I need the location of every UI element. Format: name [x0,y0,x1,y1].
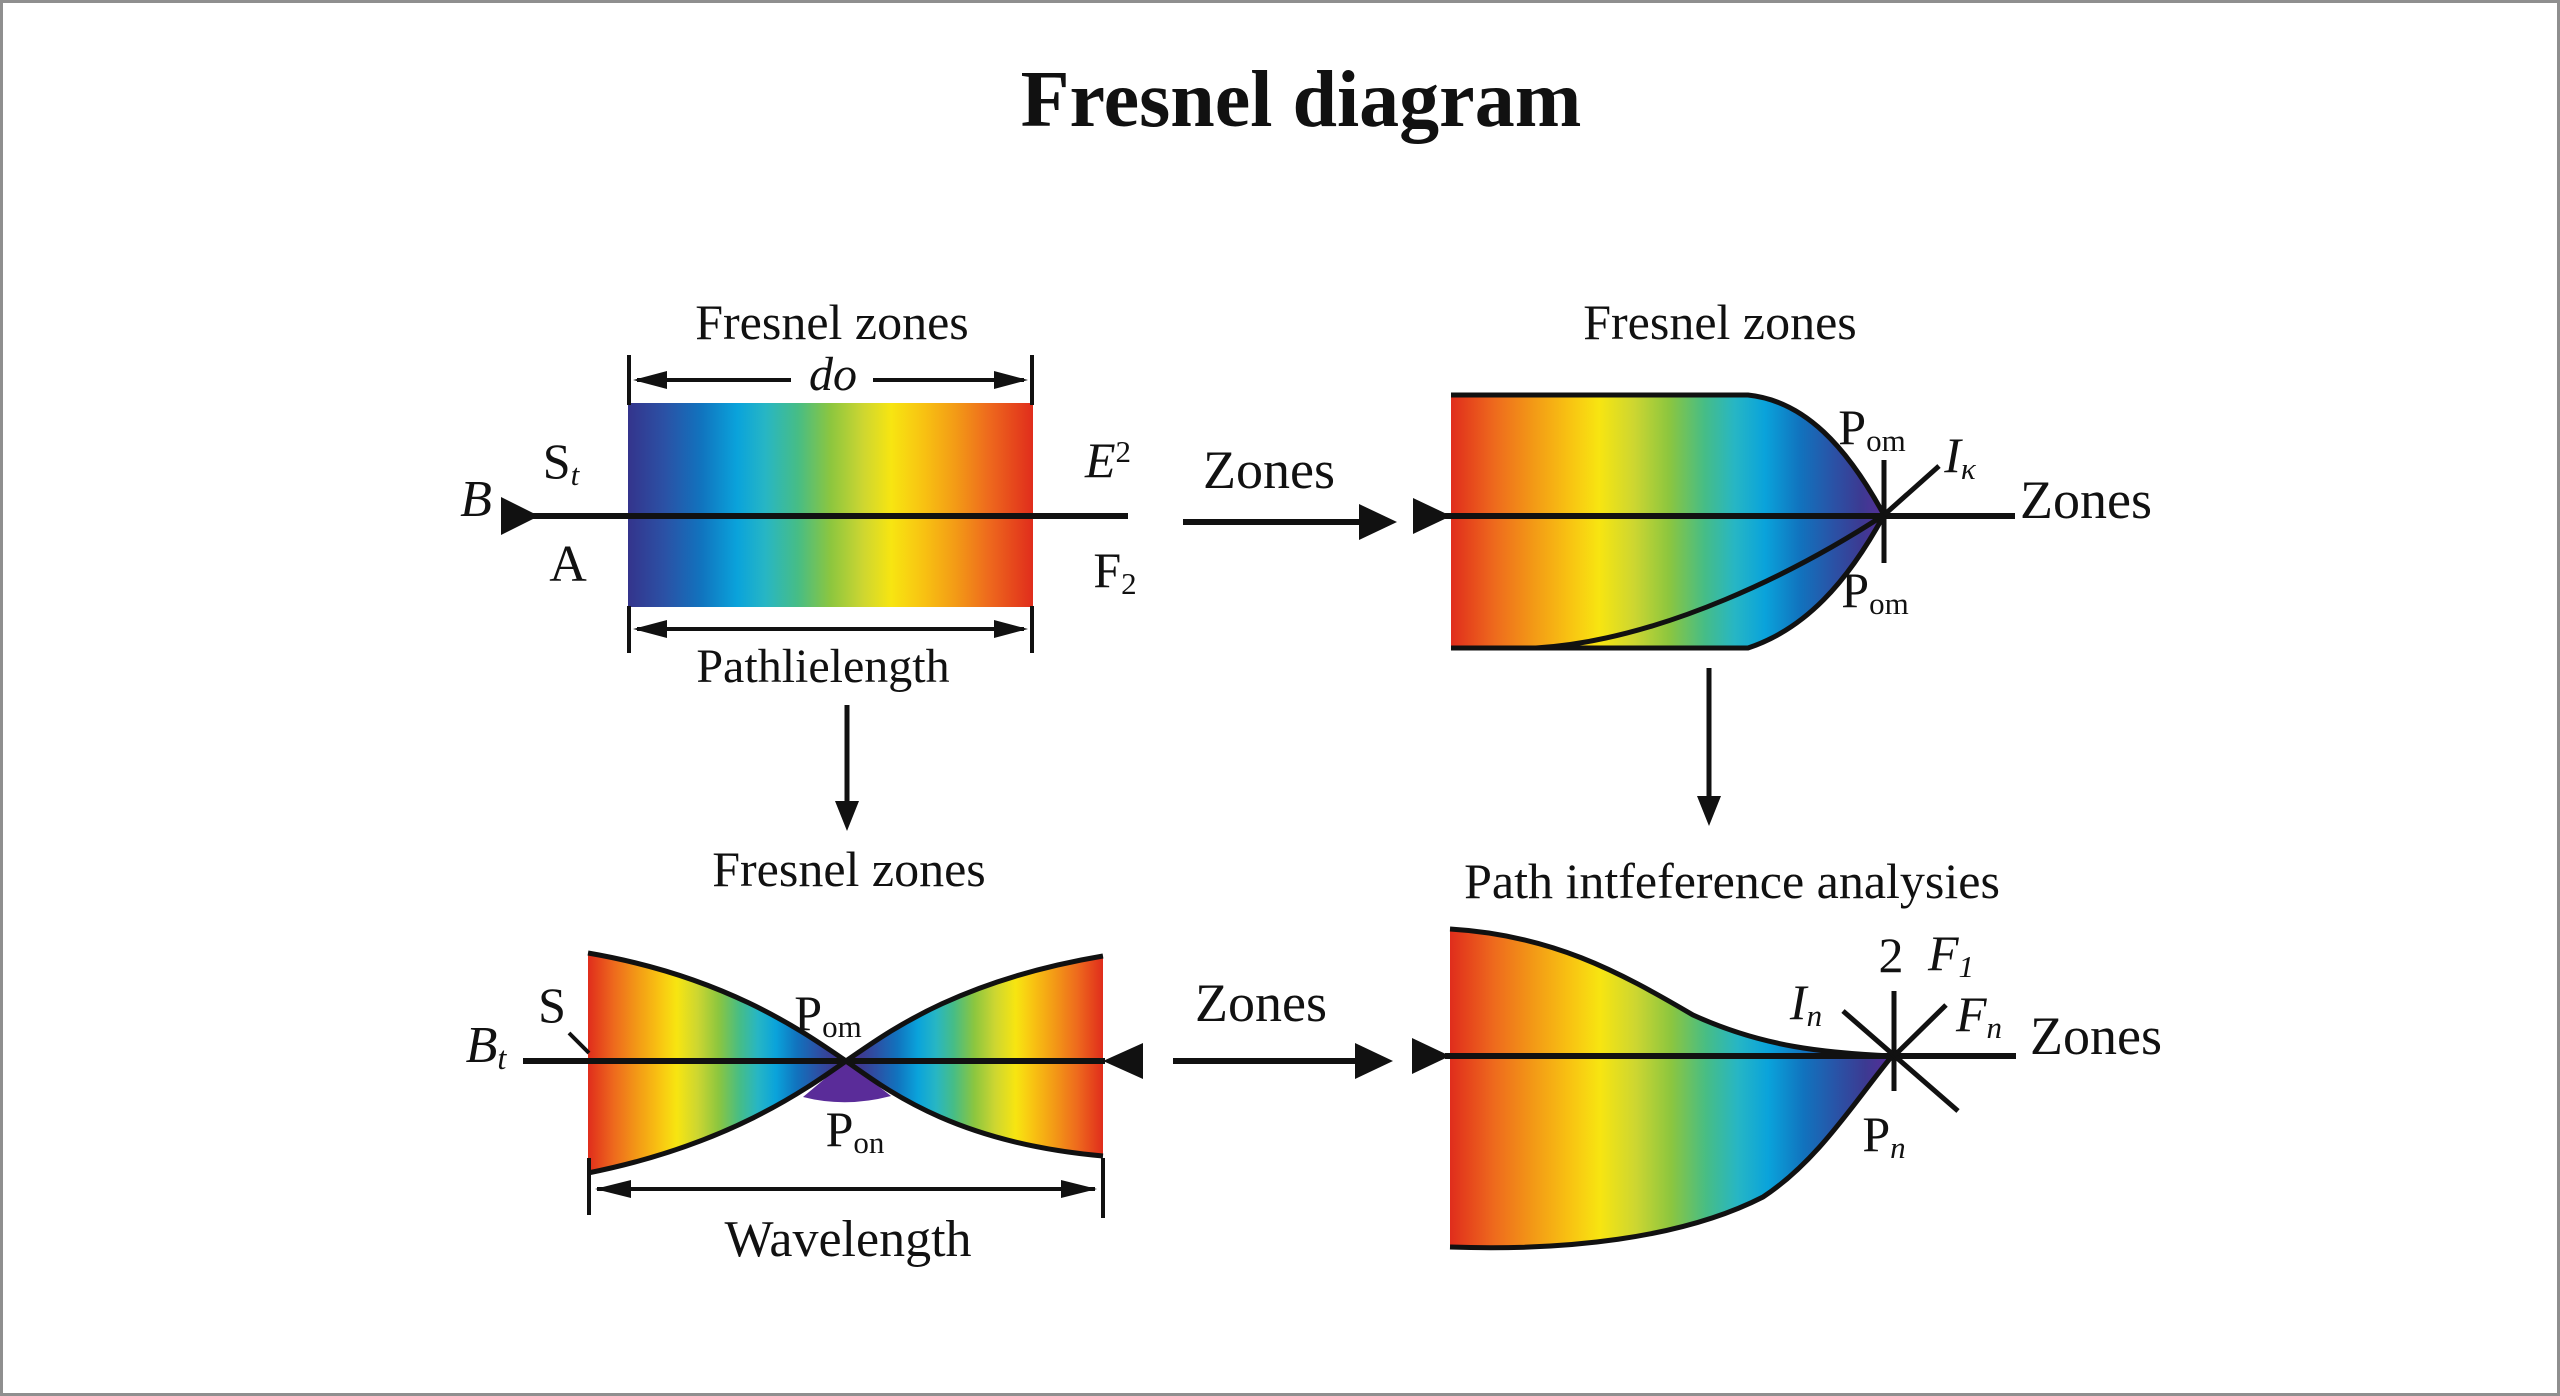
tl-down-arrow [835,705,859,831]
label-E2: E2 [1084,432,1132,488]
tr-spectrum-shape [1451,392,1887,651]
bl-s-pointer [567,1031,591,1055]
down-arrowhead-icon [835,801,859,831]
label-B: B [460,471,492,528]
top-zones-label: Zones [1203,440,1335,500]
tl-axis-line [501,497,1128,535]
bl-wavelength-dimension [587,1158,1105,1218]
tl-pathlength-dimension [627,606,1034,653]
bottom-zones-label: Zones [1195,973,1327,1033]
tl-axis-arrowhead-icon [501,497,539,535]
bl-axis-line [523,1031,1143,1079]
tr-focus-cross [1881,460,1941,563]
br-spectrum-shape [1449,926,1894,1251]
label-St: St [542,433,580,492]
label-2: 2 [1878,927,1904,983]
page-title: Fresnel diagram [1020,56,1582,144]
label-S: S [538,977,566,1033]
down-arrowhead-icon [1697,796,1721,826]
label-Pn: Pn [1862,1106,1906,1165]
label-F1: F1 [1927,925,1975,984]
br-axis-line [1412,1038,2016,1074]
right-arrowhead-icon [1355,1043,1393,1079]
tl-width-dimension [627,355,1034,405]
tr-axis-arrowhead-icon [1413,498,1451,534]
label-Pom-bottom: Pom [1841,562,1909,621]
br-panel-title: Path intfeference analysies [1464,853,2000,909]
br-zones-axis-label: Zones [2030,1006,2162,1066]
label-F2: F2 [1093,542,1137,601]
label-Ik: Iκ [1944,427,1976,486]
wavelength-label: Wavelength [724,1211,972,1268]
label-Pom-bl: Pom [794,985,862,1044]
label-Pom-top: Pom [1838,399,1906,458]
tr-down-arrow [1697,668,1721,826]
right-arrowhead-icon [1359,504,1397,540]
label-Fn: Fn [1955,986,2003,1045]
diagram-canvas [501,355,2016,1251]
tl-panel-title: Fresnel zones [695,294,969,350]
top-zones-arrow [1183,504,1397,540]
bl-panel-title: Fresnel zones [712,841,986,897]
tr-panel-title: Fresnel zones [1583,294,1857,350]
tr-zones-axis-label: Zones [2020,470,2152,530]
label-In: In [1789,974,1823,1033]
tr-axis-line [1413,498,2015,534]
br-axis-arrowhead-icon [1412,1038,1450,1074]
bl-axis-arrowhead-icon [1103,1043,1143,1079]
label-Pon: Pon [825,1101,885,1160]
label-Bt: Bt [465,1017,507,1077]
bl-violet-wedge [803,1061,891,1103]
br-focus-cross [1841,991,1960,1113]
pathlength-label: Pathlielength [696,640,950,693]
label-A: A [549,536,587,593]
bottom-zones-arrow [1173,1043,1393,1079]
do-dimension-label: do [809,348,857,401]
tl-spectrum-block [628,403,1033,607]
tr-inner-curve [1535,512,1886,651]
